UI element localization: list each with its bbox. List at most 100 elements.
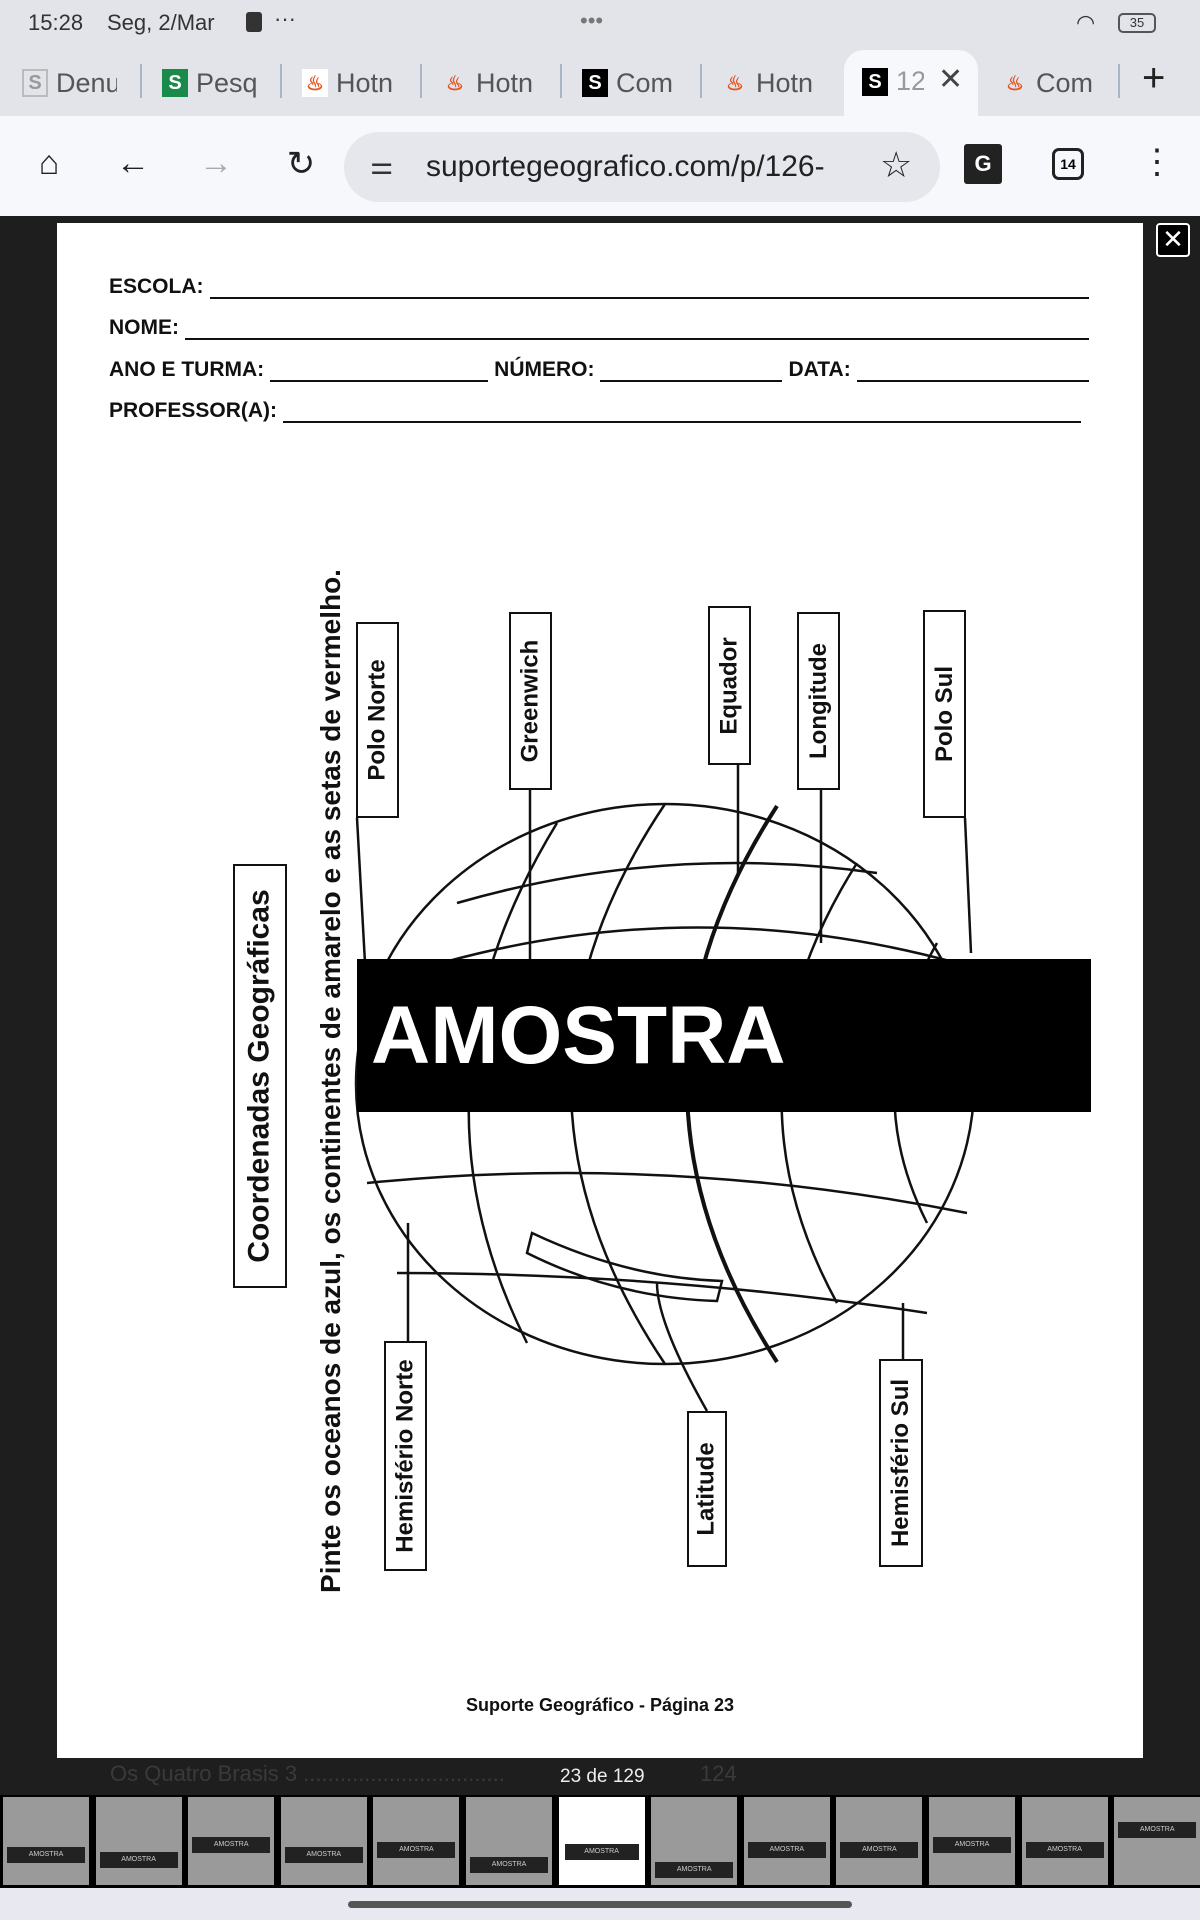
field-label: NÚMERO:: [494, 358, 595, 381]
page-thumbnail[interactable]: AMOSTRA: [3, 1797, 89, 1885]
instruction: Pinte os oceanos de azul, os continentes…: [312, 496, 349, 1665]
tab-4[interactable]: ♨Hotn: [442, 58, 537, 108]
page-thumbnail[interactable]: AMOSTRA: [651, 1797, 738, 1885]
page-thumbnail[interactable]: AMOSTRA: [836, 1797, 923, 1885]
page-indicator: 23 de 129: [560, 1766, 645, 1787]
tab-title: Com: [1036, 67, 1094, 98]
page-thumbnail[interactable]: AMOSTRA: [373, 1797, 460, 1885]
more-notifications-icon: ···: [274, 6, 296, 31]
page-thumbnail[interactable]: AMOSTRA: [280, 1797, 367, 1885]
toc-page: 124: [700, 1761, 737, 1786]
label-polo-sul: Polo Sul: [923, 610, 966, 818]
field-label: NOME:: [109, 316, 179, 339]
new-tab-plus-icon[interactable]: +: [1142, 56, 1166, 100]
shopping-bag-icon: [246, 12, 262, 32]
flame-icon: ♨: [302, 69, 328, 97]
tab-title: Denu: [56, 67, 117, 98]
back-arrow-icon[interactable]: ←: [116, 144, 150, 182]
label-polo-norte: Polo Norte: [356, 622, 399, 818]
time: 15:28: [28, 10, 84, 35]
home-icon[interactable]: ⌂: [38, 144, 60, 182]
flame-icon: ♨: [1006, 72, 1024, 95]
thumbnail-watermark: AMOSTRA: [564, 1844, 639, 1860]
tab-title: 126: [896, 66, 924, 96]
worksheet-page: ESCOLA: NOME: ANO E TURMA: NÚMERO: DATA: P…: [57, 223, 1143, 1758]
battery-icon: 35: [1118, 13, 1156, 33]
tab-title: Pesq: [196, 67, 257, 98]
thumbnail-watermark: AMOSTRA: [192, 1837, 271, 1853]
gesture-handle[interactable]: [348, 1901, 852, 1908]
reload-icon[interactable]: ↻: [286, 145, 316, 183]
tab-switcher-button[interactable]: 14: [1052, 148, 1084, 180]
field-label: ANO E TURMA:: [109, 358, 265, 381]
tab-5[interactable]: S Com: [582, 58, 677, 108]
watermark-banner: AMOSTRA: [357, 959, 1091, 1112]
site-favicon-icon: S: [582, 69, 608, 97]
field-label: PROFESSOR(A):: [109, 399, 277, 422]
thumbnail-watermark: AMOSTRA: [7, 1847, 85, 1863]
label-longitude: Longitude: [797, 612, 840, 790]
page-thumbnail[interactable]: AMOSTRA: [1114, 1797, 1200, 1885]
field-professor: PROFESSOR(A):: [109, 399, 1081, 423]
site-favicon-icon: S: [22, 69, 48, 97]
thumbnail-watermark: AMOSTRA: [933, 1837, 1011, 1853]
label-text: Hemisfério Norte: [391, 1359, 419, 1553]
thumbnail-watermark: AMOSTRA: [1118, 1822, 1197, 1838]
close-viewer-icon[interactable]: ✕: [1156, 223, 1190, 257]
thumbnail-watermark: AMOSTRA: [377, 1842, 456, 1858]
date: Seg, 2/Mar: [107, 10, 215, 35]
field-escola: ESCOLA:: [109, 275, 1089, 299]
site-settings-icon[interactable]: ⚌: [370, 150, 394, 180]
thumbnail-watermark: AMOSTRA: [655, 1862, 734, 1878]
tab-2[interactable]: S Pesq: [162, 58, 257, 108]
worksheet-title: Coordenadas Geográficas: [243, 889, 277, 1263]
instruction-text: Pinte os oceanos de azul, os continentes…: [314, 568, 346, 1593]
toc-entry: Os Quatro Brasis 3 .....................…: [110, 1761, 505, 1786]
tab-title: Com: [616, 67, 674, 98]
tab-strip: S Denu S Pesq ♨Hotn ♨Hotn S Com ♨Hotn S 126…: [0, 50, 1200, 116]
page-thumbnail[interactable]: AMOSTRA: [556, 1795, 647, 1887]
thumbnail-watermark: AMOSTRA: [284, 1847, 363, 1863]
field-label: DATA:: [788, 358, 851, 381]
wifi-icon: ◠: [1076, 10, 1096, 35]
label-text: Hemisfério Sul: [887, 1378, 915, 1548]
field-ano-numero-data: ANO E TURMA: NÚMERO: DATA:: [109, 358, 1089, 382]
page-thumbnail[interactable]: AMOSTRA: [95, 1797, 182, 1885]
page-thumbnail[interactable]: AMOSTRA: [466, 1797, 552, 1885]
navigation-bar: [0, 1888, 1200, 1920]
label-text: Polo Norte: [363, 659, 391, 781]
label-text: Greenwich: [516, 639, 544, 763]
label-hemisferio-norte: Hemisfério Norte: [384, 1341, 427, 1571]
url-text[interactable]: suportegeografico.com/p/126-: [426, 150, 825, 183]
tab-3[interactable]: ♨Hotn: [302, 58, 397, 108]
status-bar: 15:28 Seg, 2/Mar ··· ••• ◠ 35: [0, 0, 1200, 50]
title-box: Coordenadas Geográficas: [233, 864, 287, 1288]
tab-1[interactable]: S Denu: [22, 58, 117, 108]
close-tab-icon[interactable]: ✕: [938, 63, 964, 96]
label-greenwich: Greenwich: [509, 612, 552, 790]
label-hemisferio-sul: Hemisfério Sul: [879, 1359, 923, 1567]
active-tab[interactable]: S 126 ✕: [844, 50, 978, 116]
site-favicon-icon: S: [162, 69, 188, 97]
field-nome: NOME:: [109, 316, 1089, 340]
address-bar[interactable]: ⚌ suportegeografico.com/p/126- ☆: [344, 132, 940, 202]
page-thumbnail[interactable]: AMOSTRA: [188, 1797, 275, 1885]
tab-8[interactable]: ♨ Com: [1002, 58, 1097, 108]
label-equador: Equador: [708, 606, 751, 765]
forward-arrow-icon[interactable]: →: [199, 144, 233, 182]
page-thumbnail[interactable]: AMOSTRA: [929, 1797, 1015, 1885]
page-thumbnail[interactable]: AMOSTRA: [743, 1797, 830, 1885]
menu-kebab-icon[interactable]: ⋮: [1140, 143, 1174, 181]
page-footer: Suporte Geográfico - Página 23: [465, 1695, 735, 1715]
page-thumbnail[interactable]: AMOSTRA: [1021, 1797, 1108, 1885]
field-label: ESCOLA:: [109, 275, 204, 298]
multiwindow-dots-icon[interactable]: •••: [580, 8, 604, 33]
tab-6[interactable]: ♨Hotn: [722, 58, 817, 108]
label-text: Longitude: [804, 643, 832, 759]
bookmark-star-icon[interactable]: ☆: [880, 144, 913, 185]
thumbnail-watermark: AMOSTRA: [1025, 1842, 1104, 1858]
translate-icon[interactable]: G: [964, 144, 1002, 184]
label-text: Latitude: [693, 1442, 721, 1536]
thumbnail-watermark: AMOSTRA: [99, 1852, 178, 1868]
